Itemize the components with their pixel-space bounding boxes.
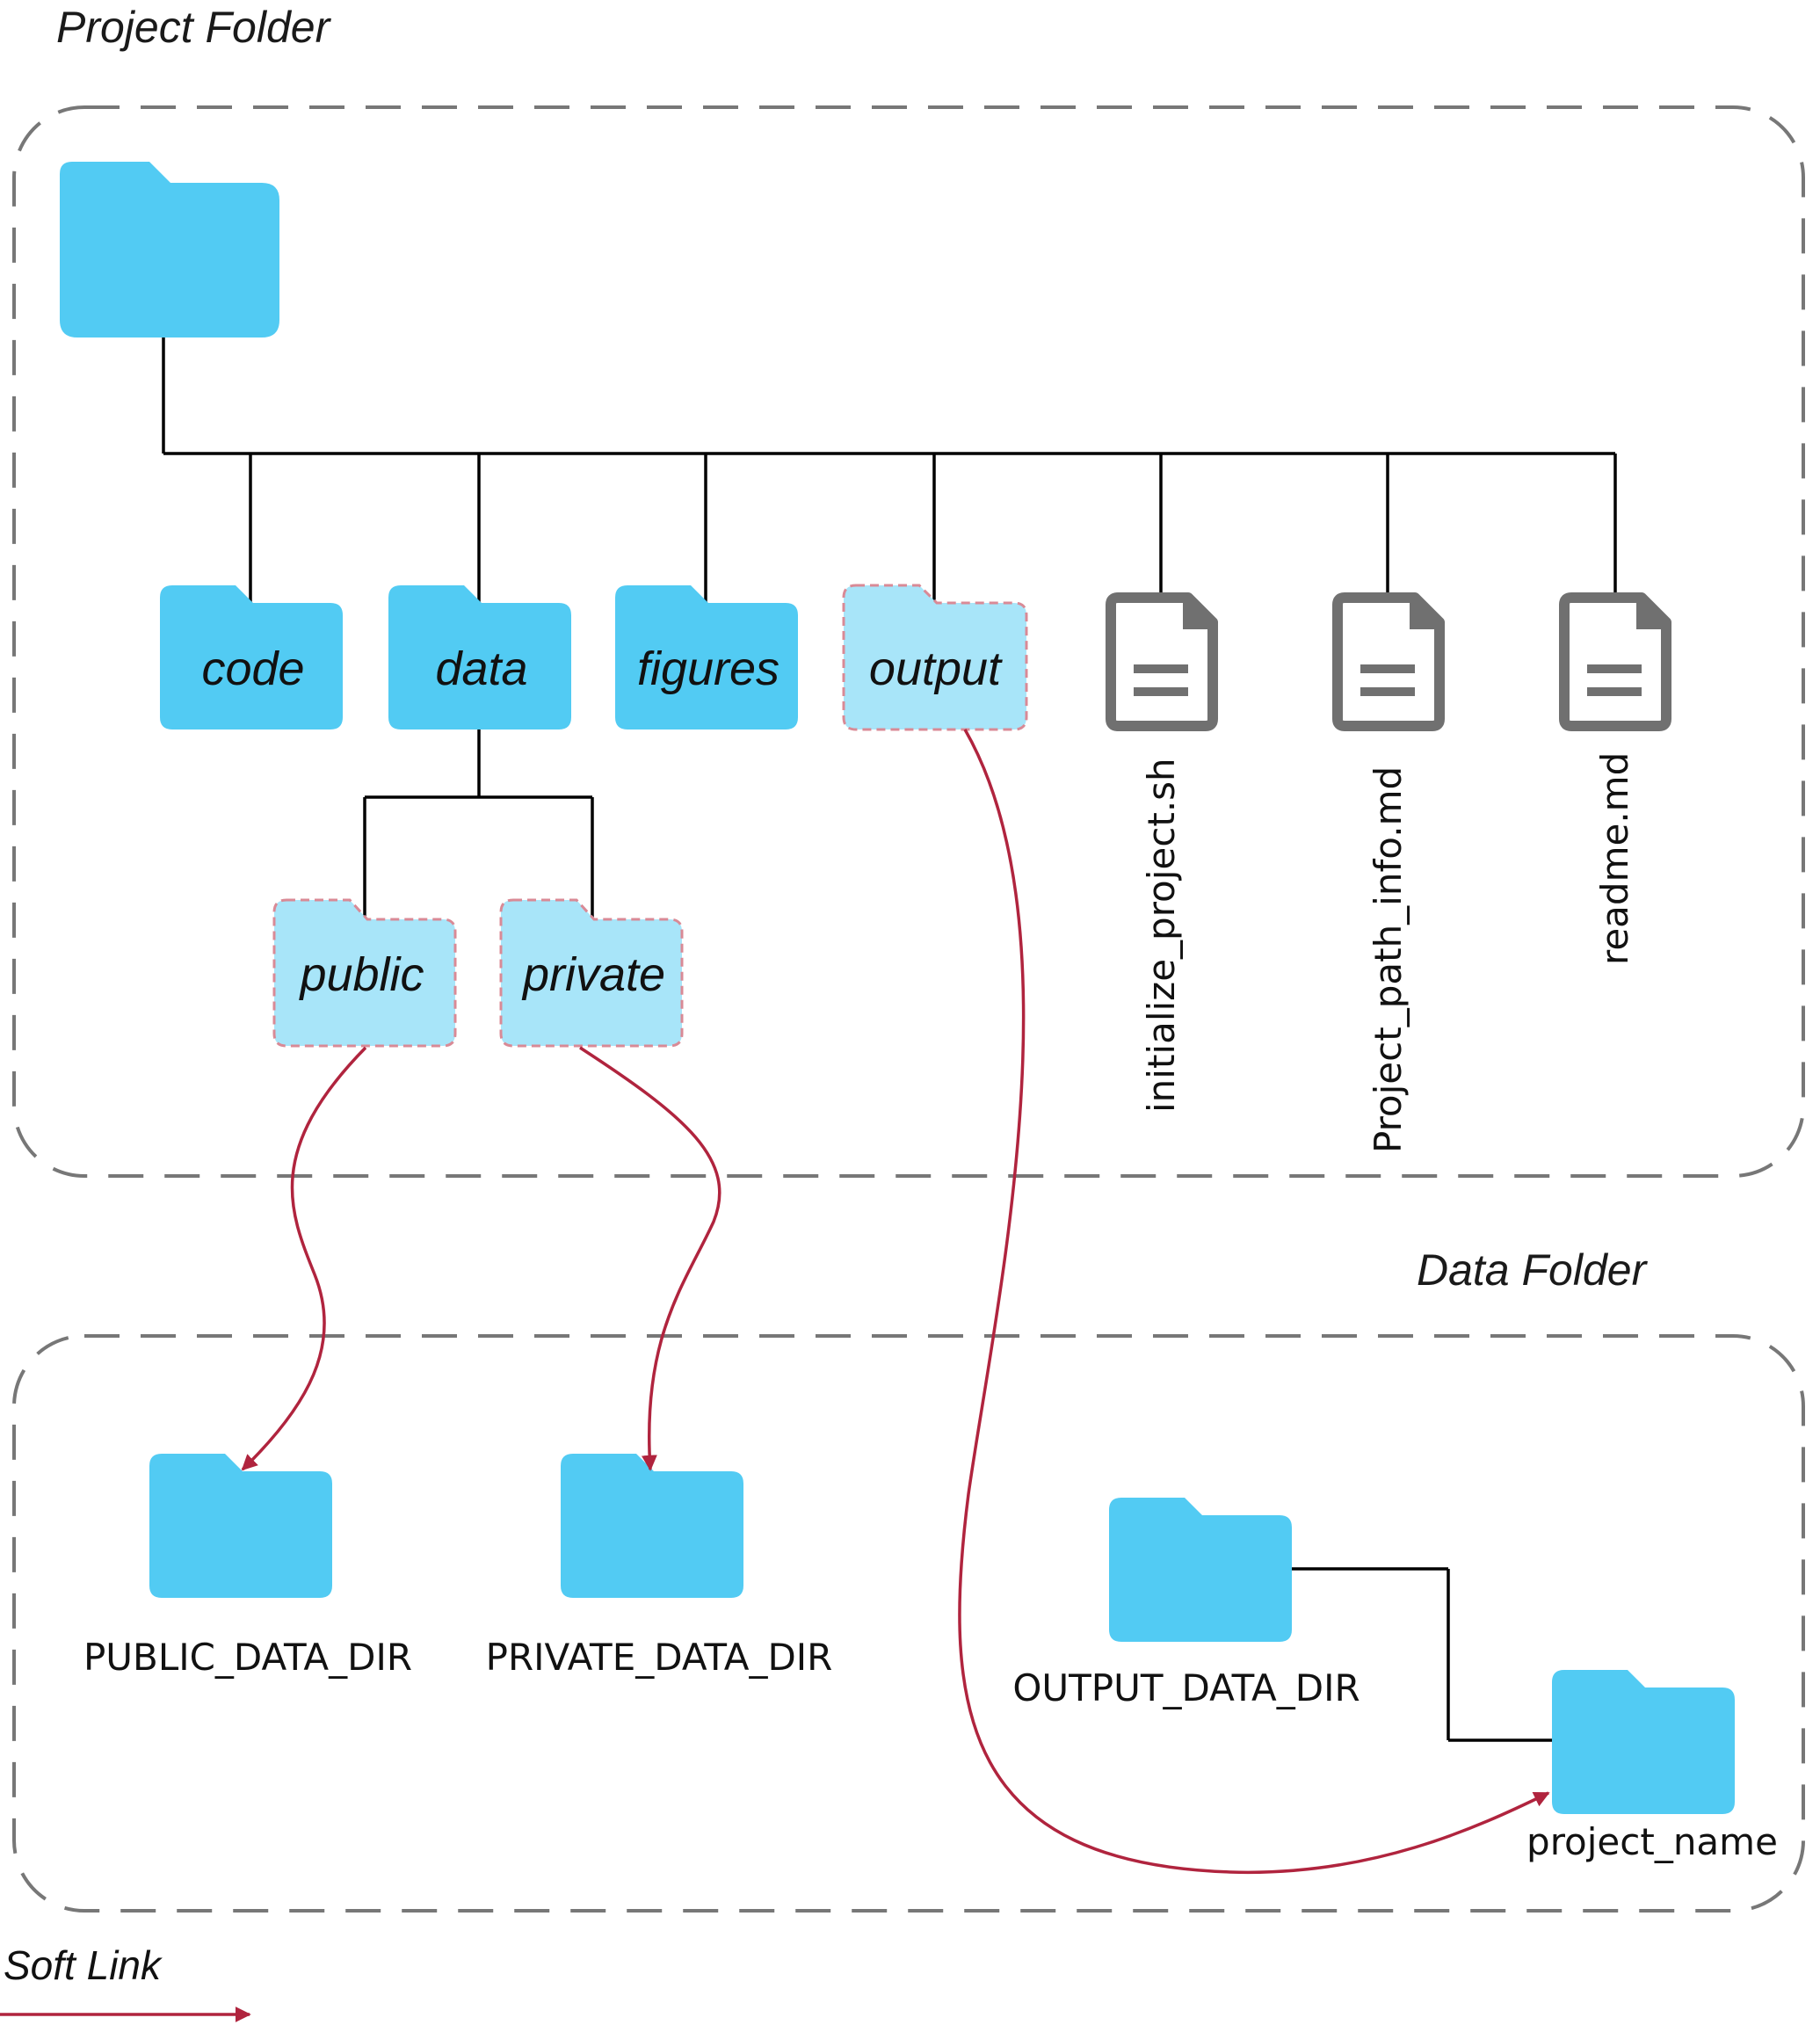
- private-folder-icon: [499, 898, 684, 1048]
- code-folder-label: code: [201, 642, 304, 695]
- output-folder-icon: [842, 584, 1028, 731]
- document-icon: [1332, 592, 1445, 731]
- document-icon: [1106, 592, 1218, 731]
- data-folder-icon: [388, 585, 571, 729]
- output-soft-link-arrow: [958, 729, 1550, 1875]
- code-folder-icon: [160, 585, 343, 729]
- initialize-project-file[interactable]: initialize_project.sh: [1106, 592, 1218, 1113]
- public-folder[interactable]: public: [272, 898, 457, 1048]
- soft-link-legend-label: Soft Link: [4, 1942, 163, 1988]
- output-data-dir[interactable]: OUTPUT_DATA_DIR: [1012, 1498, 1360, 1709]
- project-root-folder-icon[interactable]: [60, 162, 279, 338]
- output-folder-label: output: [869, 642, 1003, 695]
- document-icon: [1559, 592, 1671, 731]
- private-data-dir-label: PRIVATE_DATA_DIR: [486, 1636, 833, 1679]
- project-folder-container: [12, 105, 1805, 1178]
- data-folder[interactable]: data: [388, 585, 571, 729]
- readme-label: readme.md: [1593, 752, 1636, 965]
- figures-folder[interactable]: figures: [615, 585, 798, 729]
- output-folder[interactable]: output: [842, 584, 1028, 731]
- private-data-dir-icon: [561, 1454, 743, 1598]
- public-data-dir-icon: [149, 1454, 332, 1598]
- project-path-info-file[interactable]: Project_path_info.md: [1332, 592, 1445, 1153]
- data-folder-title: Data Folder: [1417, 1245, 1649, 1295]
- project-tree-lines: [162, 334, 1617, 1742]
- code-folder[interactable]: code: [160, 585, 343, 729]
- figures-folder-icon: [615, 585, 798, 729]
- public-folder-label: public: [298, 948, 424, 1001]
- private-folder-label: private: [521, 948, 665, 1001]
- project-folder-title: Project Folder: [56, 3, 332, 52]
- private-folder[interactable]: private: [499, 898, 684, 1048]
- figures-folder-label: figures: [637, 642, 779, 695]
- public-folder-icon: [272, 898, 457, 1048]
- private-data-dir[interactable]: PRIVATE_DATA_DIR: [486, 1454, 833, 1679]
- project-path-info-label: Project_path_info.md: [1367, 766, 1410, 1153]
- project-name-dir-label: project_name: [1526, 1820, 1778, 1863]
- public-data-dir-label: PUBLIC_DATA_DIR: [83, 1636, 412, 1679]
- initialize-project-label: initialize_project.sh: [1140, 758, 1183, 1113]
- output-data-dir-icon: [1109, 1498, 1292, 1642]
- readme-file[interactable]: readme.md: [1559, 592, 1671, 965]
- public-data-dir[interactable]: PUBLIC_DATA_DIR: [83, 1454, 412, 1679]
- data-folder-container: [12, 1334, 1805, 1912]
- project-name-dir[interactable]: project_name: [1526, 1670, 1778, 1863]
- soft-link-arrows: [241, 729, 1550, 1875]
- output-data-dir-label: OUTPUT_DATA_DIR: [1012, 1666, 1360, 1709]
- public-soft-link-arrow: [241, 1046, 367, 1471]
- private-soft-link-arrow: [579, 1046, 721, 1471]
- data-folder-label: data: [435, 642, 527, 695]
- project-name-dir-icon: [1552, 1670, 1735, 1814]
